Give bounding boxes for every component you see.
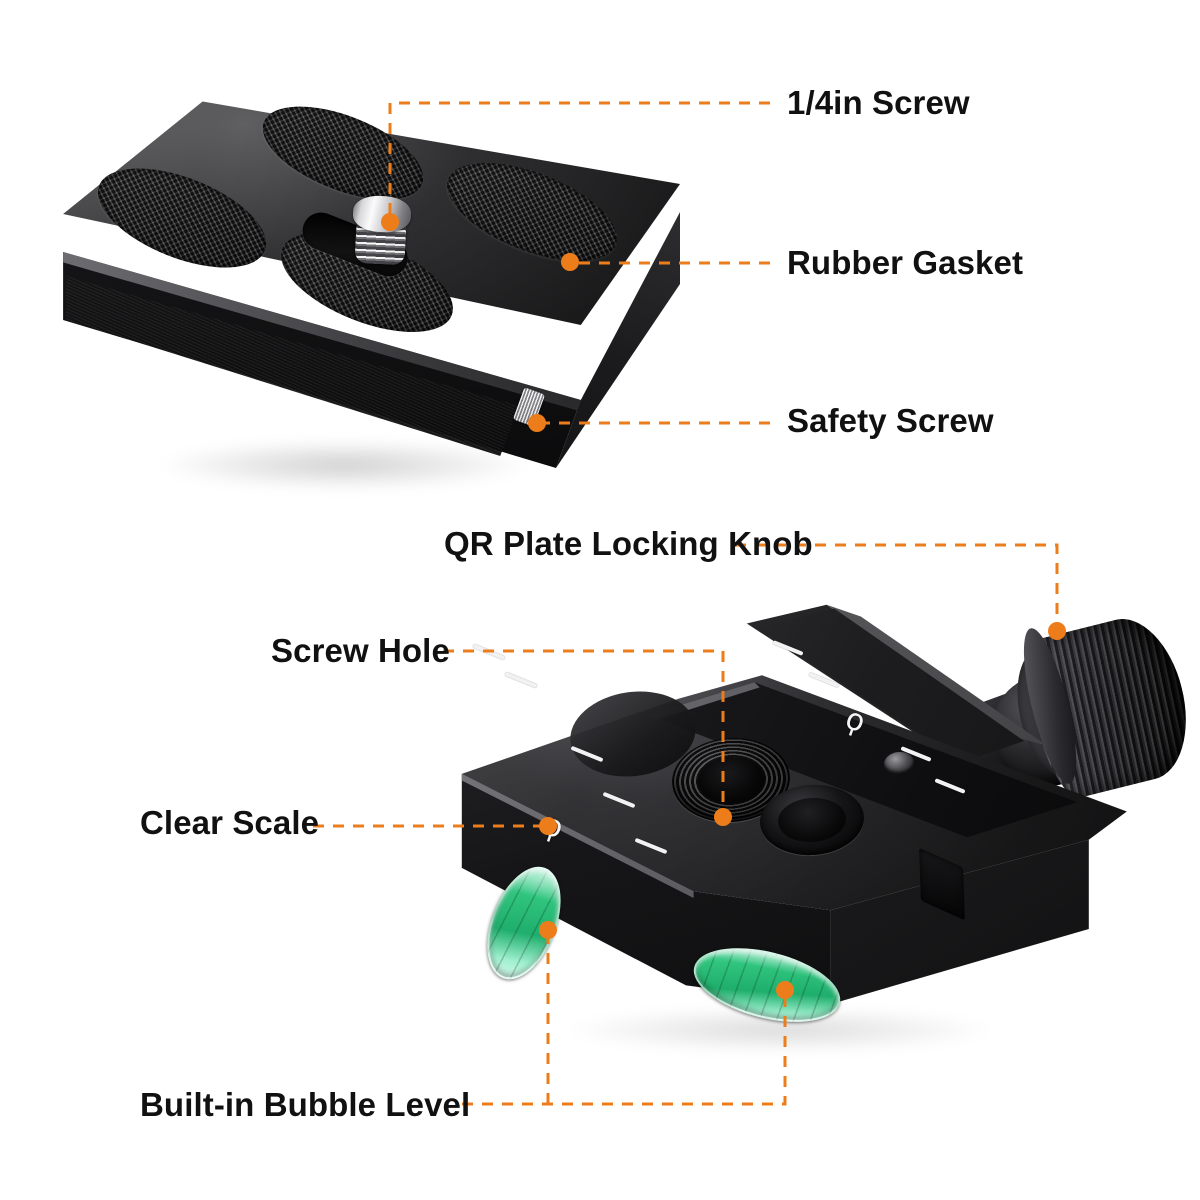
callout-label-quarter-inch-screw: 1/4in Screw [787, 84, 970, 121]
callout-label-clear-scale: Clear Scale [140, 804, 320, 841]
callout-label-qr-plate-locking-knob: QR Plate Locking Knob [444, 525, 813, 562]
quarter-inch-screw [348, 194, 414, 271]
callout-label-rubber-gasket: Rubber Gasket [787, 244, 1024, 281]
quick-release-plate-photo [60, 87, 680, 500]
scale-tick [472, 643, 506, 661]
screw-hole-core [696, 754, 766, 806]
callout-label-screw-hole: Screw Hole [271, 632, 450, 669]
callout-label-built-in-bubble-level: Built-in Bubble Level [140, 1086, 471, 1123]
secondary-hole-core [776, 795, 848, 845]
callout-label-safety-screw: Safety Screw [787, 402, 994, 439]
scale-tick [504, 671, 538, 689]
qr-plate-clamp-photo: ϙ ϙ [420, 600, 1200, 1070]
